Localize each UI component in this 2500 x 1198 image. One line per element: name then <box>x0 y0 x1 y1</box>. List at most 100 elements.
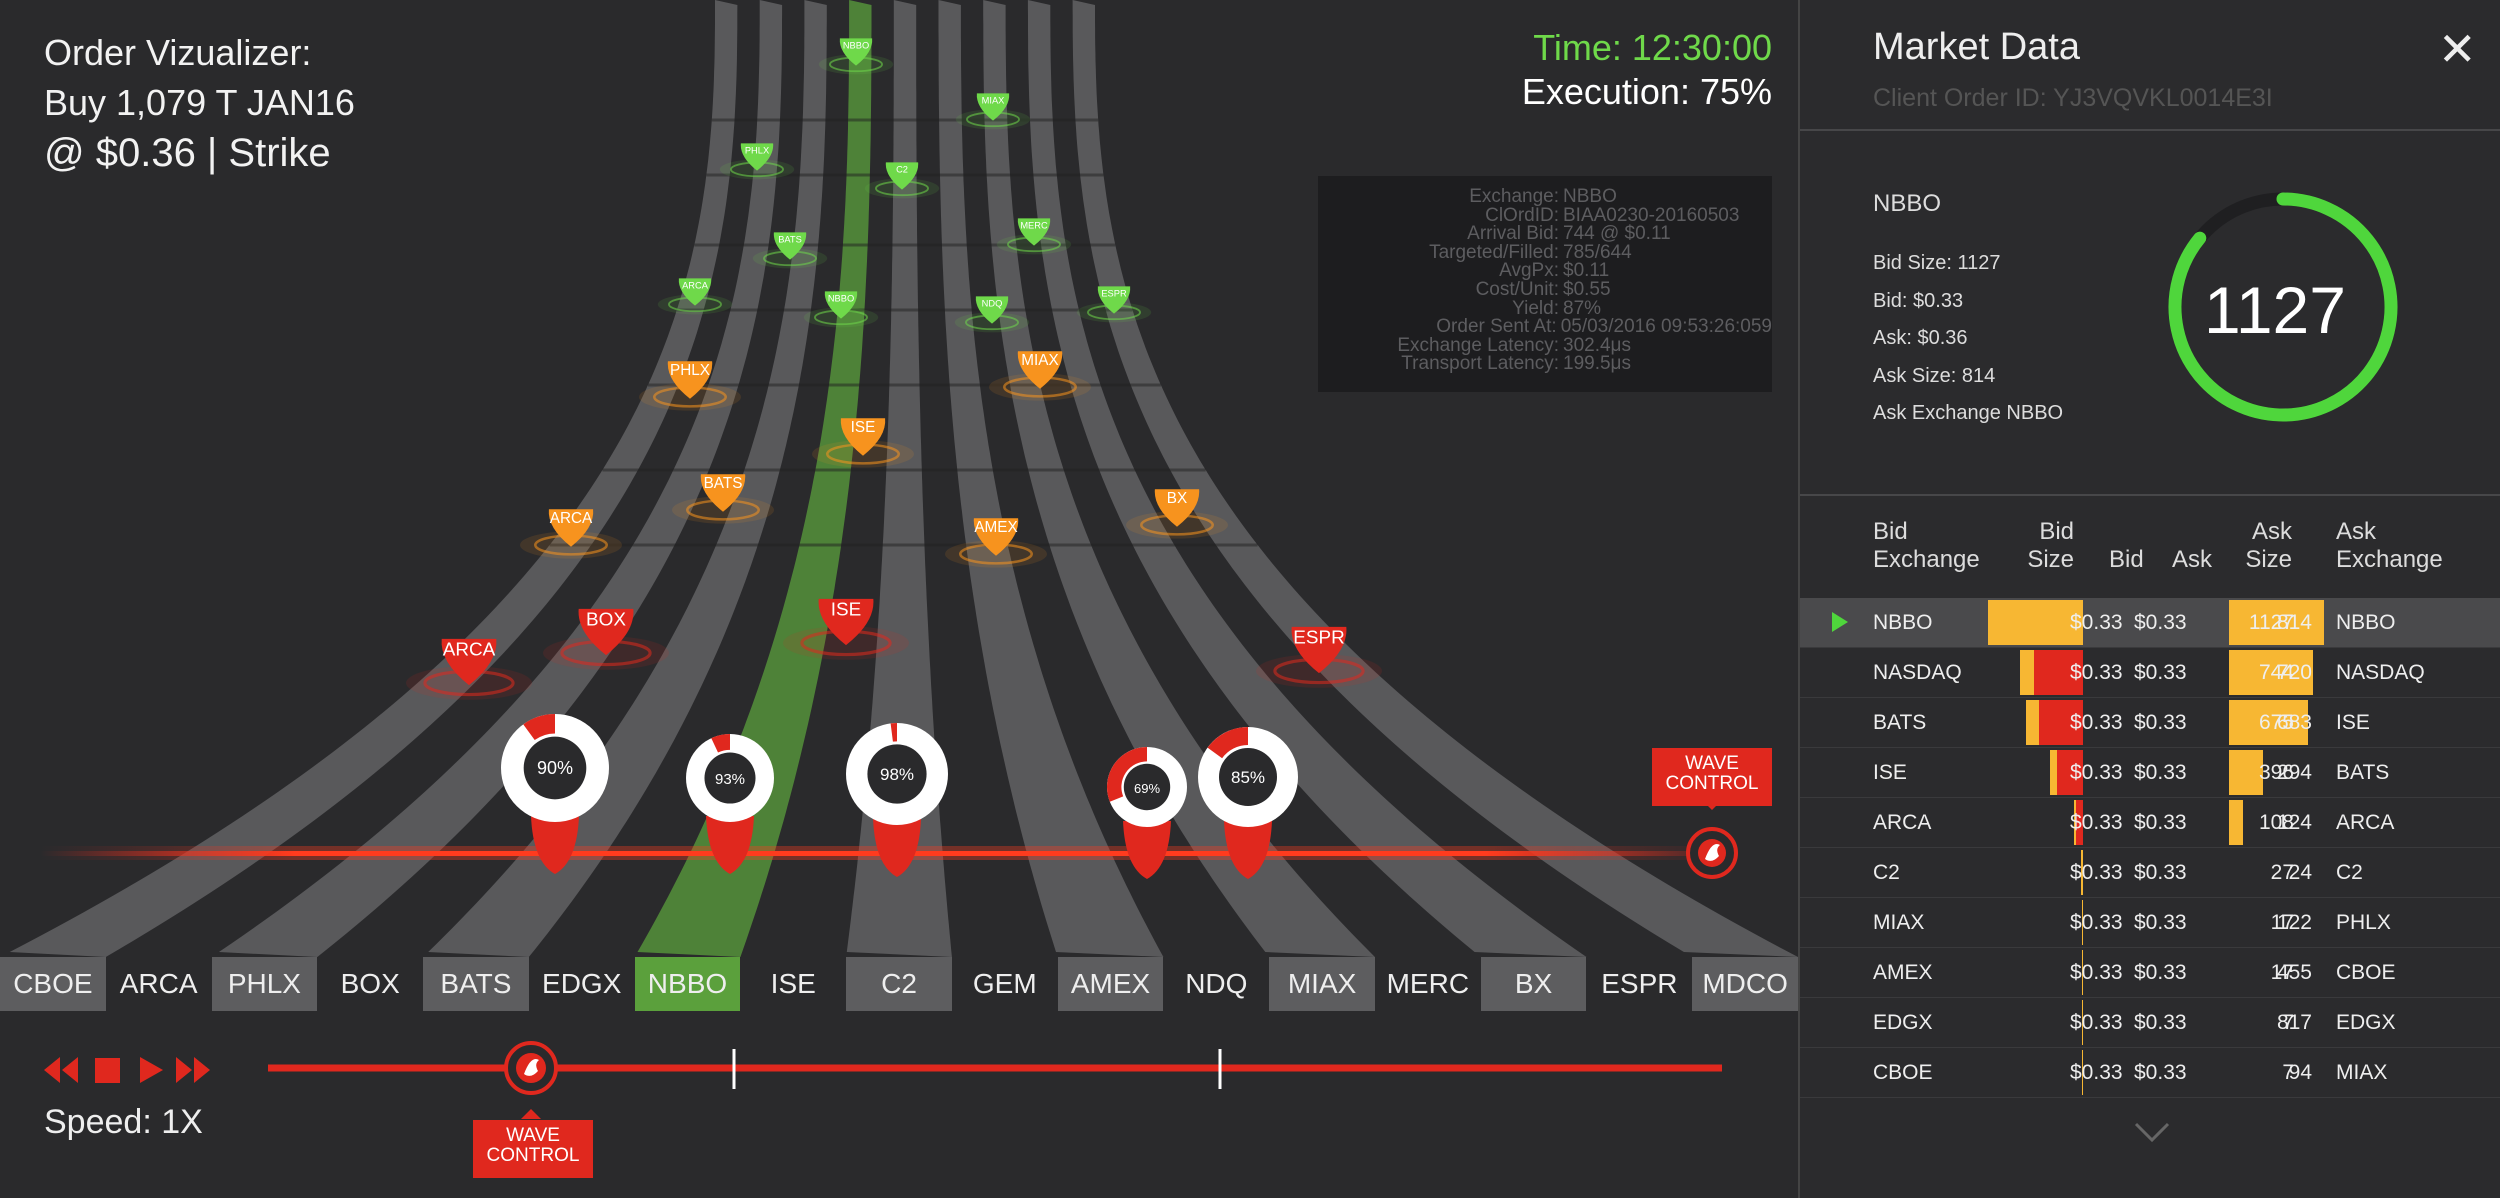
lane-phlx <box>218 0 783 957</box>
marker-pin <box>818 598 874 646</box>
info-row: Exchange Latency:302.4μs <box>1318 334 1772 356</box>
ask-size-cell: 814 <box>2276 611 2312 634</box>
exchange-marker-arca: ARCA <box>657 278 733 315</box>
marker-pin <box>678 278 712 306</box>
info-value: 05/03/2016 09:53:26:059 <box>1560 316 1772 338</box>
rewind-icon[interactable] <box>44 1057 78 1083</box>
ask-exchange-stat: Ask Exchange NBBO <box>1873 402 2064 424</box>
info-key: Exchange Latency: <box>1397 334 1559 356</box>
exchange-bx[interactable]: BX <box>1480 957 1587 1011</box>
selected-row-play-icon <box>1832 612 1848 632</box>
marker-pin <box>667 361 713 399</box>
fill-percent: 90% <box>537 758 573 778</box>
ask-size-cell: 683 <box>2276 711 2312 734</box>
exchange-marker-bats: BATS <box>752 232 828 269</box>
fill-gauge: 98% <box>846 723 948 877</box>
exchange-marker-merc: MERC <box>996 218 1072 255</box>
marker-pin <box>975 296 1009 324</box>
exchange-marker-ise: ISE <box>812 418 914 468</box>
ask-exchange-cell: NBBO <box>2336 611 2396 634</box>
ask-size-cell: 455 <box>2276 961 2312 984</box>
client-order-id: Client Order ID: YJ3VQVKL0014E3I <box>1873 84 2273 112</box>
bid-size-cell: 7 <box>2282 1011 2294 1034</box>
fast-forward-icon[interactable] <box>176 1057 210 1083</box>
ask-size-cell: 94 <box>2288 1061 2312 1084</box>
divider <box>1800 494 2500 496</box>
bid-size-bar <box>2082 1000 2083 1045</box>
chevron-down-icon[interactable] <box>2132 1120 2172 1144</box>
ask-exchange-cell: ISE <box>2336 711 2370 734</box>
ask-size-bar <box>2229 700 2308 745</box>
exchange-phlx[interactable]: PHLX <box>211 957 318 1011</box>
exchange-cboe[interactable]: CBOE <box>0 957 106 1011</box>
exchange-ndq[interactable]: NDQ <box>1163 957 1270 1011</box>
marker-pin <box>700 474 746 512</box>
wave-control-node[interactable] <box>1686 800 1738 879</box>
timeline-handle[interactable] <box>504 1041 558 1119</box>
header-ask: Ask <box>2172 546 2213 573</box>
bid-exchange-cell: C2 <box>1873 861 1900 884</box>
exchange-marker-box: BOX <box>543 608 669 670</box>
fill-percent: 93% <box>715 771 745 788</box>
info-row: Transport Latency:199.5μs <box>1318 355 1772 374</box>
exchange-amex[interactable]: AMEX <box>1057 957 1164 1011</box>
exchange-gem[interactable]: GEM <box>951 957 1058 1011</box>
exchange-mdco[interactable]: MDCO <box>1692 957 1798 1011</box>
exchange-bats[interactable]: BATS <box>423 957 529 1011</box>
bid-exchange-cell: BATS <box>1873 711 1927 734</box>
exchange-ise[interactable]: ISE <box>740 957 847 1011</box>
exchange-marker-bats: BATS <box>672 474 774 524</box>
ask-size-cell: 24 <box>2288 861 2312 884</box>
exchange-marker-bx: BX <box>1126 489 1228 539</box>
exchange-marker-espr: ESPR <box>1076 286 1152 323</box>
stop-icon[interactable] <box>95 1058 120 1083</box>
bid-size-cell: 27 <box>2270 861 2294 884</box>
exchange-c2[interactable]: C2 <box>846 957 952 1011</box>
close-icon[interactable]: ✕ <box>2438 23 2477 75</box>
time-block: Time: 12:30:00 Execution: 75% <box>1522 26 1772 114</box>
marker-label: ARCA <box>550 510 593 527</box>
speed-label: Speed: 1X <box>44 1103 203 1141</box>
info-row: Cost/Unit:$0.55 <box>1318 280 1772 300</box>
time-readout: Time: 12:30:00 <box>1533 27 1772 68</box>
exchange-box[interactable]: BOX <box>317 957 424 1011</box>
marker-label: NBBO <box>828 293 854 303</box>
bid-exchange-cell: NBBO <box>1873 611 1933 634</box>
exchange-miax[interactable]: MIAX <box>1269 957 1375 1011</box>
exchange-merc[interactable]: MERC <box>1374 957 1481 1011</box>
exchange-marker-espr: ESPR <box>1256 626 1382 688</box>
exchange-arca[interactable]: ARCA <box>105 957 212 1011</box>
exchange-espr[interactable]: ESPR <box>1586 957 1693 1011</box>
ask-cell: $0.33 <box>2134 911 2187 934</box>
bid-filled-bar <box>2034 650 2083 695</box>
info-key: ClOrdID: <box>1485 204 1559 226</box>
ask-exchange-cell: CBOE <box>2336 961 2396 984</box>
marker-pin <box>840 418 886 456</box>
info-value: 785/644 <box>1563 241 1632 263</box>
panel-title: Market Data <box>1873 26 2080 68</box>
ask-exchange-cell: C2 <box>2336 861 2363 884</box>
info-row: Yield:87% <box>1318 299 1772 319</box>
ask-size-bar <box>2229 600 2324 645</box>
exchange-nbbo[interactable]: NBBO <box>634 957 741 1011</box>
play-icon[interactable] <box>140 1057 163 1083</box>
exchange-marker-ise: ISE <box>783 598 909 660</box>
exchange-edgx[interactable]: EDGX <box>528 957 635 1011</box>
lane-amex <box>938 0 1164 957</box>
ask-cell: $0.33 <box>2134 1061 2187 1084</box>
info-key: Arrival Bid: <box>1467 223 1559 245</box>
exchange-marker-ndq: NDQ <box>954 296 1030 333</box>
fill-pin <box>873 819 921 877</box>
marker-pin <box>740 143 774 171</box>
